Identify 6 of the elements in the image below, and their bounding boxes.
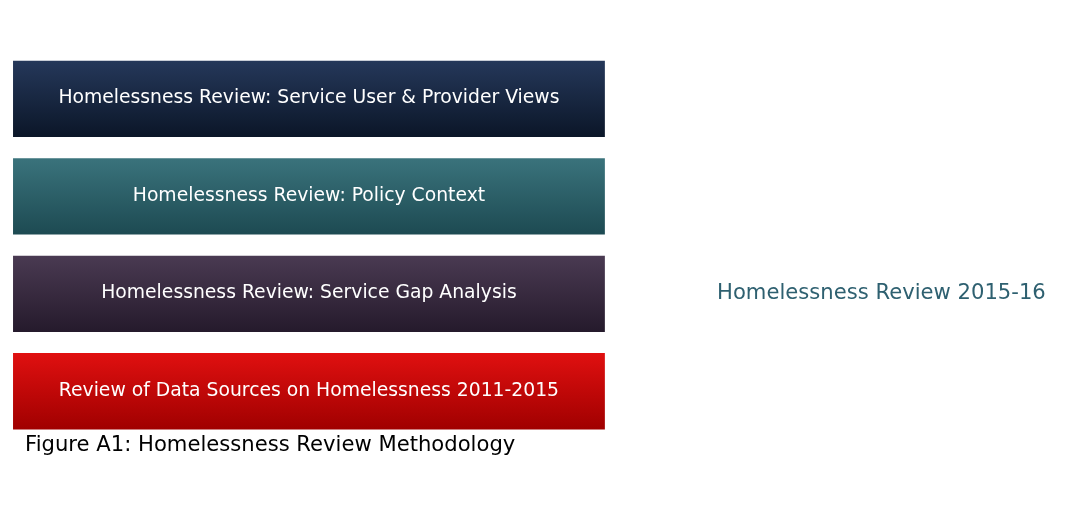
node-box: Homelessness Review: Policy Context xyxy=(13,157,605,234)
node-box: Homelessness Review: Service Gap Analysis xyxy=(13,255,605,332)
node-box: Homelessness Review: Service User & Provider Views xyxy=(13,60,605,137)
caption: Figure A1: Homelessness Review Methodology xyxy=(25,430,516,456)
label: Homelessness Review 2015-16 xyxy=(717,278,1046,304)
node-box: Review of Data Sources on Homelessness 2011-2015 xyxy=(13,352,605,429)
